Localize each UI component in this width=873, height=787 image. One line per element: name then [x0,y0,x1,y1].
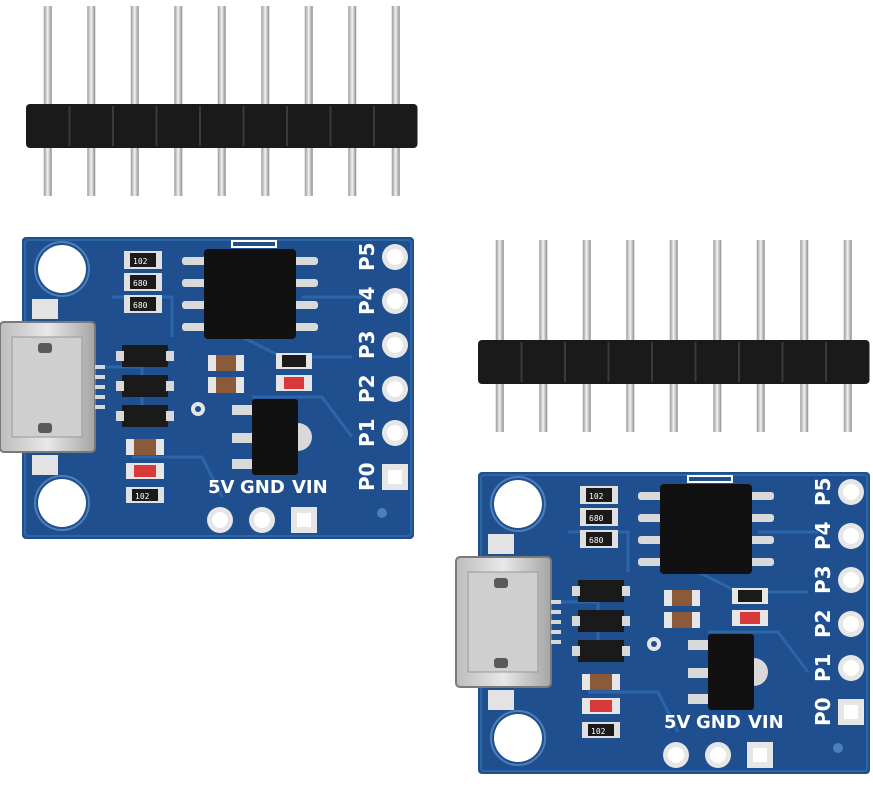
header-pin [669,240,678,432]
header-pin [217,6,226,196]
power-label: 5V [208,477,235,498]
pin-label: P2 [811,609,835,638]
header-pin [539,240,548,432]
pin-label: P4 [355,286,379,315]
header-pin [800,240,809,432]
header-pin [756,240,765,432]
header-plastic-body [478,340,870,384]
header-pin [626,240,635,432]
pin-label: P0 [355,462,379,491]
pin-label: P3 [811,565,835,594]
pin-header-strip [26,6,418,196]
power-label: GND [696,712,741,733]
header-pin [713,240,722,432]
pin-label: P5 [355,242,379,271]
power-label: VIN [748,712,784,733]
header-pin [261,6,270,196]
header-pin [495,240,504,432]
power-label: 5V [664,712,691,733]
pin-label: P5 [811,477,835,506]
header-pin [304,6,313,196]
header-pin [391,6,400,196]
header-plastic-body [26,104,418,148]
header-pin [130,6,139,196]
pin-label: P1 [355,418,379,447]
header-pin [87,6,96,196]
header-pin [582,240,591,432]
header-pin [43,6,52,196]
header-pin [843,240,852,432]
power-label: GND [240,477,285,498]
pin-label: P3 [355,330,379,359]
pin-header-strip [478,240,870,432]
pin-label: P4 [811,521,835,550]
pin-label: P1 [811,653,835,682]
pin-label: P2 [355,374,379,403]
header-pin [348,6,357,196]
power-label: VIN [292,477,328,498]
header-pin [174,6,183,196]
pin-label: P0 [811,697,835,726]
